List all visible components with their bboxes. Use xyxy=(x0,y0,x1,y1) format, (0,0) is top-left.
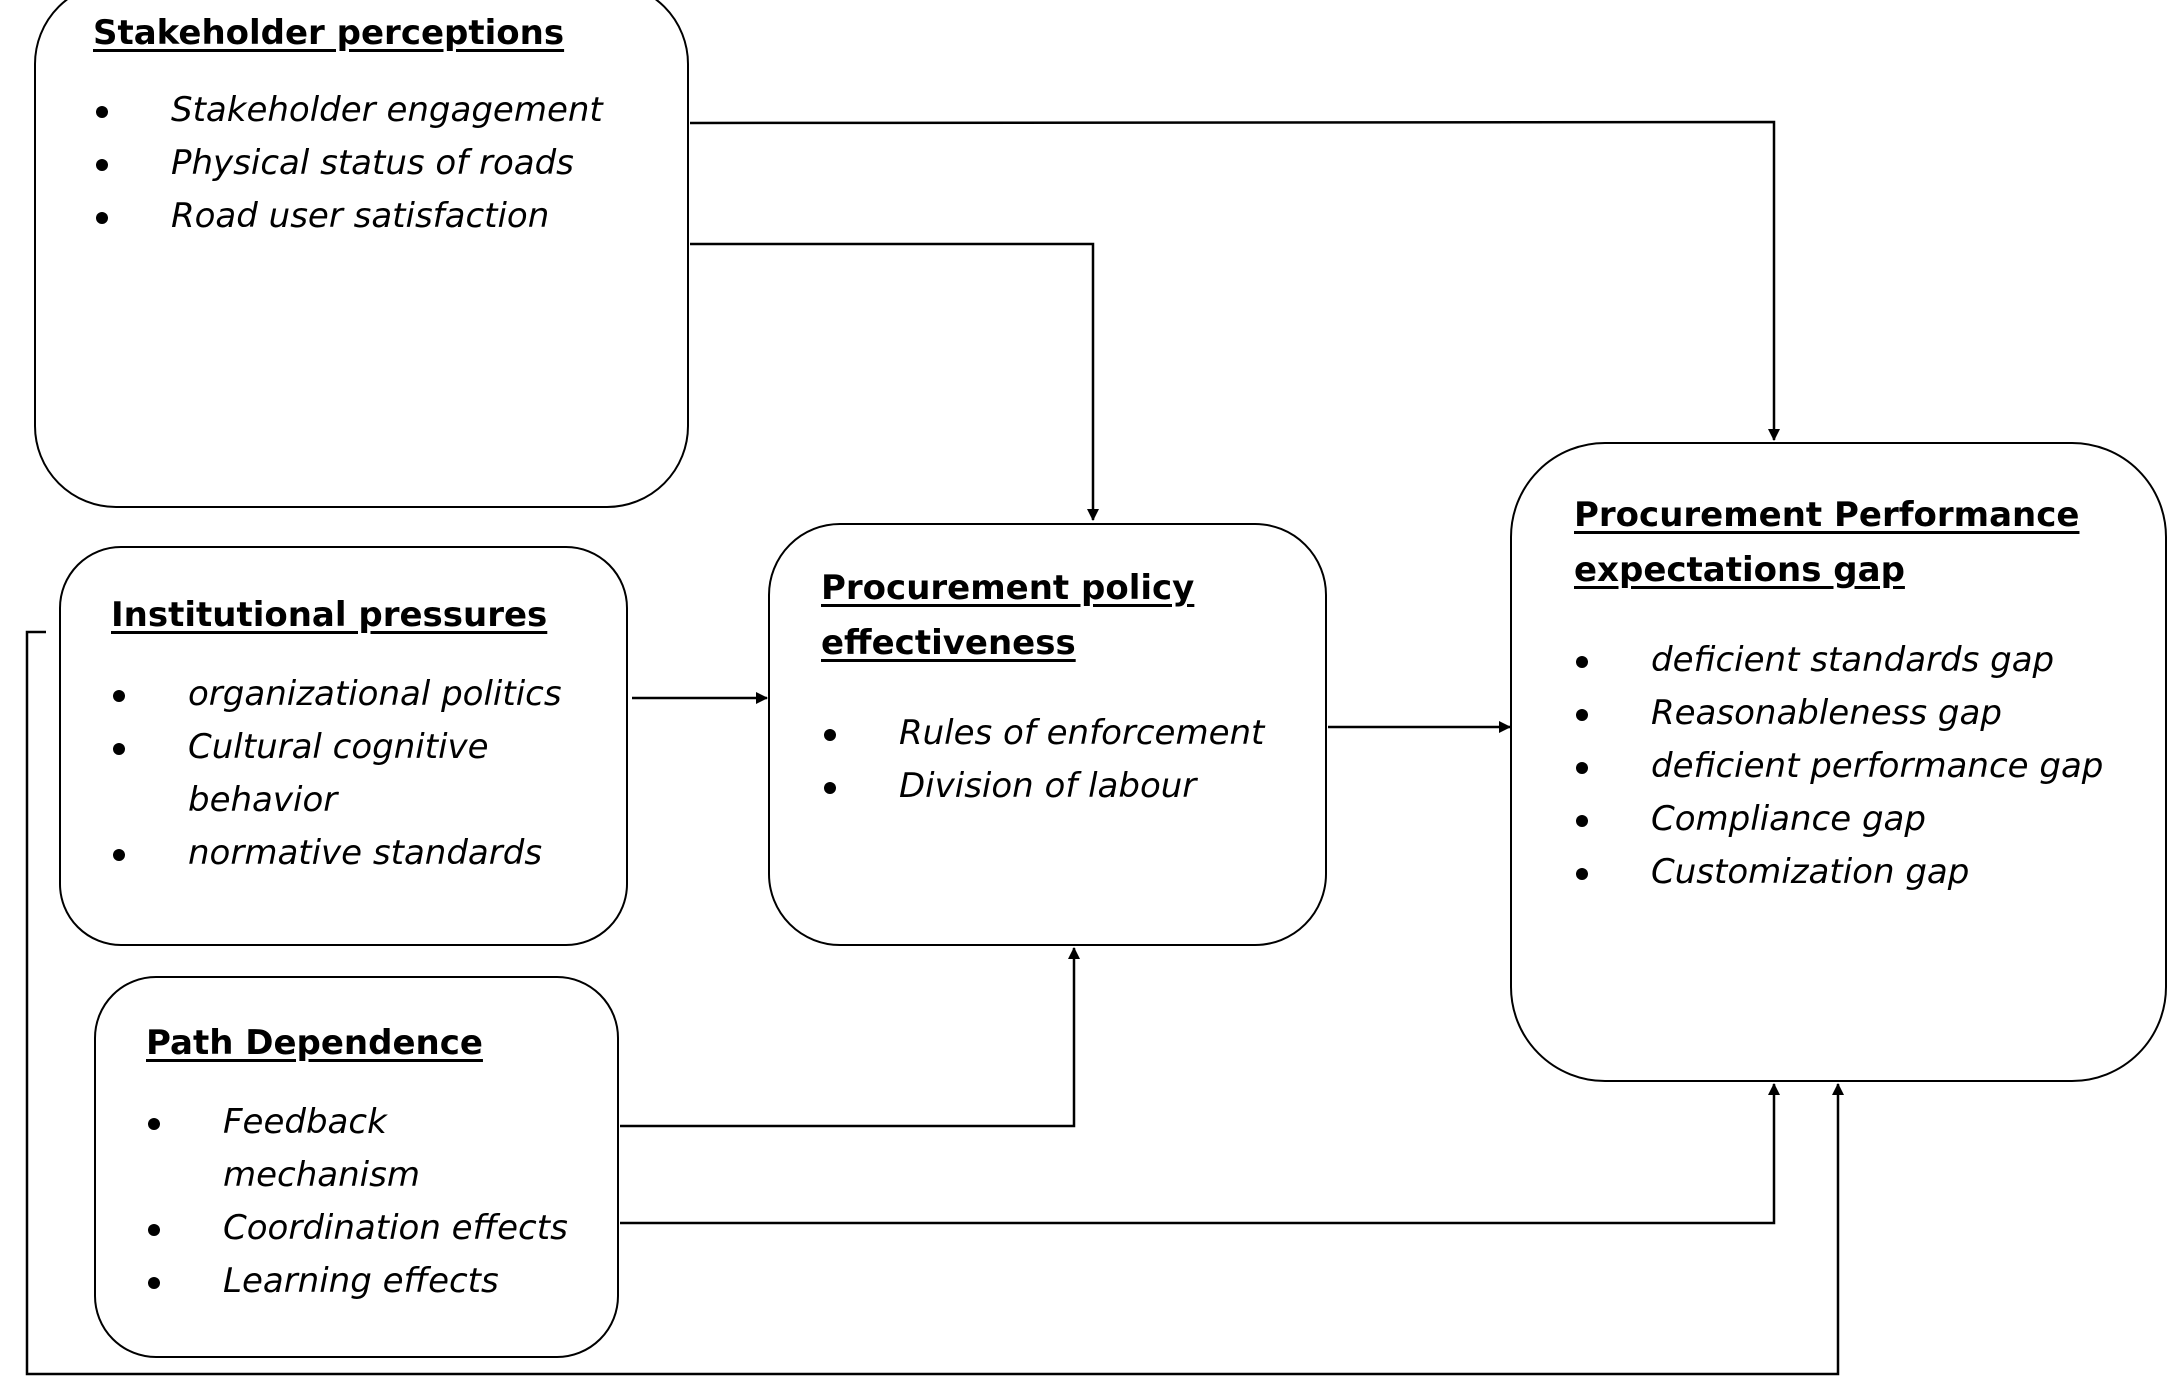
bullet-icon xyxy=(1576,709,1588,721)
list-item: Rules of enforcement xyxy=(824,707,1264,760)
list-item: Customization gap xyxy=(1576,846,2103,899)
institutional-pressures-list: organizational politics Cultural cogniti… xyxy=(113,668,562,880)
procurement-policy-box: Procurement policy effectiveness Rules o… xyxy=(768,523,1327,946)
connector-path-to-performance xyxy=(620,1083,1780,1225)
bullet-icon xyxy=(96,212,108,224)
connector-stakeholder-to-policy xyxy=(690,242,1099,521)
list-item: Stakeholder engagement xyxy=(96,84,603,137)
bullet-icon xyxy=(1576,762,1588,774)
list-item: Road user satisfaction xyxy=(96,190,603,243)
stakeholder-perceptions-box: Stakeholder perceptions Stakeholder enga… xyxy=(34,0,689,508)
path-dependence-list: Feedback mechanism Coordination effects … xyxy=(148,1096,568,1308)
bullet-icon xyxy=(1576,656,1588,668)
path-dependence-title: Path Dependence xyxy=(146,1023,483,1063)
bullet-icon xyxy=(113,849,125,861)
performance-gap-list: deficient standards gap Reasonableness g… xyxy=(1576,634,2103,899)
bullet-icon xyxy=(824,782,836,794)
bullet-icon xyxy=(148,1277,160,1289)
list-item: Cultural cognitive xyxy=(113,721,562,774)
list-item: Physical status of roads xyxy=(96,137,603,190)
institutional-pressures-title: Institutional pressures xyxy=(111,595,548,635)
connector-path-to-policy xyxy=(620,947,1080,1128)
stakeholder-perceptions-title: Stakeholder perceptions xyxy=(93,13,565,53)
procurement-policy-title-line2: effectiveness xyxy=(821,623,1076,663)
list-item: Reasonableness gap xyxy=(1576,687,2103,740)
list-item: Compliance gap xyxy=(1576,793,2103,846)
bullet-icon xyxy=(96,159,108,171)
performance-gap-box: Procurement Performance expectations gap… xyxy=(1510,442,2167,1082)
bullet-icon xyxy=(113,690,125,702)
performance-gap-title-line1: Procurement Performance xyxy=(1574,495,2080,535)
bullet-icon xyxy=(1576,868,1588,880)
list-item: Feedback xyxy=(148,1096,568,1149)
list-item: normative standards xyxy=(113,827,562,880)
list-item: deficient standards gap xyxy=(1576,634,2103,687)
bullet-icon xyxy=(148,1224,160,1236)
list-item: Division of labour xyxy=(824,760,1264,813)
institutional-pressures-box: Institutional pressures organizational p… xyxy=(59,546,628,946)
bullet-icon xyxy=(148,1118,160,1130)
list-item-continuation: mechanism xyxy=(223,1155,420,1195)
connector-stakeholder-to-performance xyxy=(689,120,1780,441)
list-item-continuation: behavior xyxy=(188,780,338,820)
list-item: Learning effects xyxy=(148,1255,568,1308)
bullet-icon xyxy=(1576,815,1588,827)
bullet-icon xyxy=(113,743,125,755)
procurement-policy-title-line1: Procurement policy xyxy=(821,568,1195,608)
performance-gap-title-line2: expectations gap xyxy=(1574,550,1905,590)
list-item: organizational politics xyxy=(113,668,562,721)
list-item: deficient performance gap xyxy=(1576,740,2103,793)
bullet-icon xyxy=(96,106,108,118)
procurement-policy-list: Rules of enforcement Division of labour xyxy=(824,707,1264,813)
path-dependence-box: Path Dependence Feedback mechanism Coord… xyxy=(94,976,619,1358)
bullet-icon xyxy=(824,729,836,741)
stakeholder-perceptions-list: Stakeholder engagement Physical status o… xyxy=(96,84,603,243)
connector-institutional-loop-to-performance xyxy=(25,630,1844,1376)
list-item: Coordination effects xyxy=(148,1202,568,1255)
